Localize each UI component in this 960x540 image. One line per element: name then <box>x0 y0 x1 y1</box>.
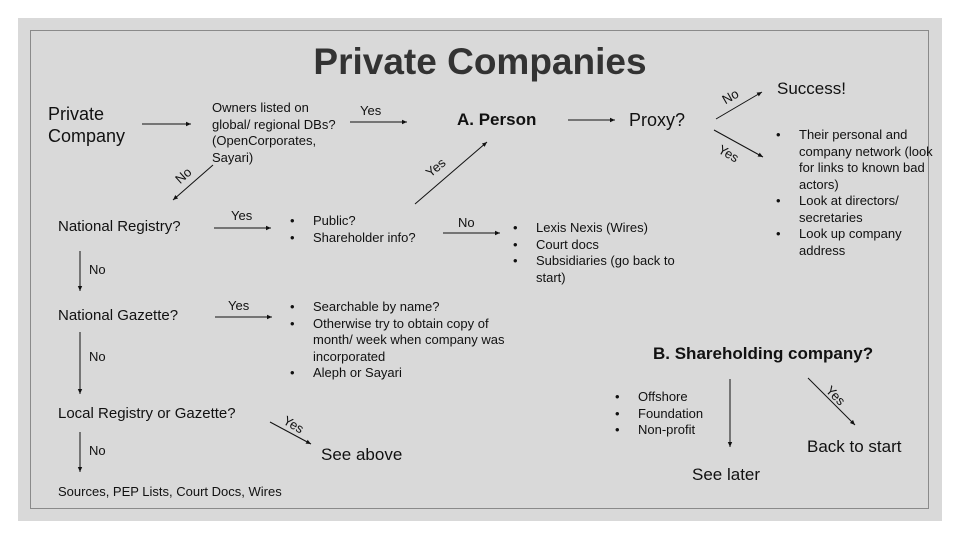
node-shareholding-company: B. Shareholding company? <box>653 344 874 363</box>
node-success: Success! <box>777 79 846 98</box>
arrow-proxy-yes <box>713 129 764 158</box>
arrow-proxy-no <box>715 91 763 120</box>
label-yes: Yes <box>228 298 250 313</box>
arrow-owners-no <box>172 164 214 201</box>
list-item-text: Look up company address <box>799 226 902 258</box>
bullet-icon: • <box>615 422 620 437</box>
list-item-text: Shareholder info? <box>313 229 416 245</box>
label-yes: Yes <box>231 208 253 223</box>
label-no: No <box>89 262 106 277</box>
node-back-to-start: Back to start <box>807 437 902 456</box>
list-item: • Their personal and company network (loo… <box>776 127 946 193</box>
shareholding-list: • Offshore • Foundation • Non-profit <box>615 389 725 439</box>
bullet-icon: • <box>776 127 781 142</box>
list-item: • Otherwise try to obtain copy of month/ … <box>290 316 540 366</box>
list-item: • Subsidiaries (go back to start) <box>513 253 713 286</box>
list-item-text: Searchable by name? <box>313 299 440 314</box>
registry-list: • Public? • Shareholder info? <box>290 213 450 246</box>
list-item-text: Aleph or Sayari <box>313 365 402 380</box>
list-item: • Look up company address <box>776 226 946 259</box>
node-local-registry: Local Registry or Gazette? <box>58 405 236 422</box>
node-private-company: Private Company <box>48 104 126 146</box>
node-owners-question: Owners listed on global/ regional DBs? (… <box>212 100 336 165</box>
node-proxy: Proxy? <box>629 110 686 130</box>
bullet-icon: • <box>290 229 295 245</box>
list-item-text: Non-profit <box>638 422 696 437</box>
list-item-text: Look at directors/ secretaries <box>799 193 899 225</box>
node-sources: Sources, PEP Lists, Court Docs, Wires <box>58 484 282 499</box>
arrow-registry-to-person <box>414 141 488 205</box>
node-see-later: See later <box>692 465 761 484</box>
bullet-icon: • <box>776 193 781 208</box>
list-item: • Searchable by name? <box>290 299 540 316</box>
node-person: A. Person <box>457 110 537 129</box>
bullet-icon: • <box>615 389 620 404</box>
arrow-shareholding-yes <box>807 377 856 426</box>
bullet-icon: • <box>513 253 518 268</box>
arrow-local-yes <box>269 421 312 445</box>
list-item-text: Court docs <box>536 236 599 252</box>
label-yes: Yes <box>360 103 382 118</box>
list-item: • Non-profit <box>615 422 725 439</box>
proxy-yes-list: • Their personal and company network (loo… <box>776 127 946 259</box>
list-item-text: Offshore <box>638 389 688 404</box>
label-no: No <box>89 443 106 458</box>
list-item: • Look at directors/ secretaries <box>776 193 946 226</box>
list-item-text: Their personal and company network (look… <box>799 127 933 192</box>
slide-frame <box>30 30 929 509</box>
bullet-icon: • <box>290 315 295 331</box>
bullet-icon: • <box>513 220 518 235</box>
bullet-icon: • <box>290 299 295 314</box>
bullet-icon: • <box>513 236 518 252</box>
label-no: No <box>458 215 475 230</box>
list-item: • Lexis Nexis (Wires) <box>513 220 713 237</box>
slide-background <box>18 18 942 521</box>
list-item-text: Foundation <box>638 405 704 421</box>
list-item: • Court docs <box>513 237 713 254</box>
list-item-text: Lexis Nexis (Wires) <box>536 220 648 235</box>
list-item-text: Public? <box>313 213 356 228</box>
gazette-list: • Searchable by name? • Otherwise try to o… <box>290 299 540 382</box>
bullet-icon: • <box>776 226 781 241</box>
list-item: • Shareholder info? <box>290 230 450 247</box>
bullet-icon: • <box>290 213 295 228</box>
list-item: • Foundation <box>615 406 725 423</box>
page-title: Private Companies <box>313 41 647 82</box>
node-national-registry: National Registry? <box>58 218 181 235</box>
list-item-text: Otherwise try to obtain copy of month/ w… <box>313 315 505 364</box>
list-item: • Aleph or Sayari <box>290 365 540 382</box>
list-item: • Offshore <box>615 389 725 406</box>
bullet-icon: • <box>290 365 295 380</box>
node-see-above: See above <box>321 445 403 464</box>
node-national-gazette: National Gazette? <box>58 307 179 324</box>
list-item: • Public? <box>290 213 450 230</box>
bullet-icon: • <box>615 405 620 421</box>
registry-no-list: • Lexis Nexis (Wires) • Court docs • Subsid… <box>513 220 713 286</box>
list-item-text: Subsidiaries (go back to start) <box>536 253 675 285</box>
label-no: No <box>89 349 106 364</box>
